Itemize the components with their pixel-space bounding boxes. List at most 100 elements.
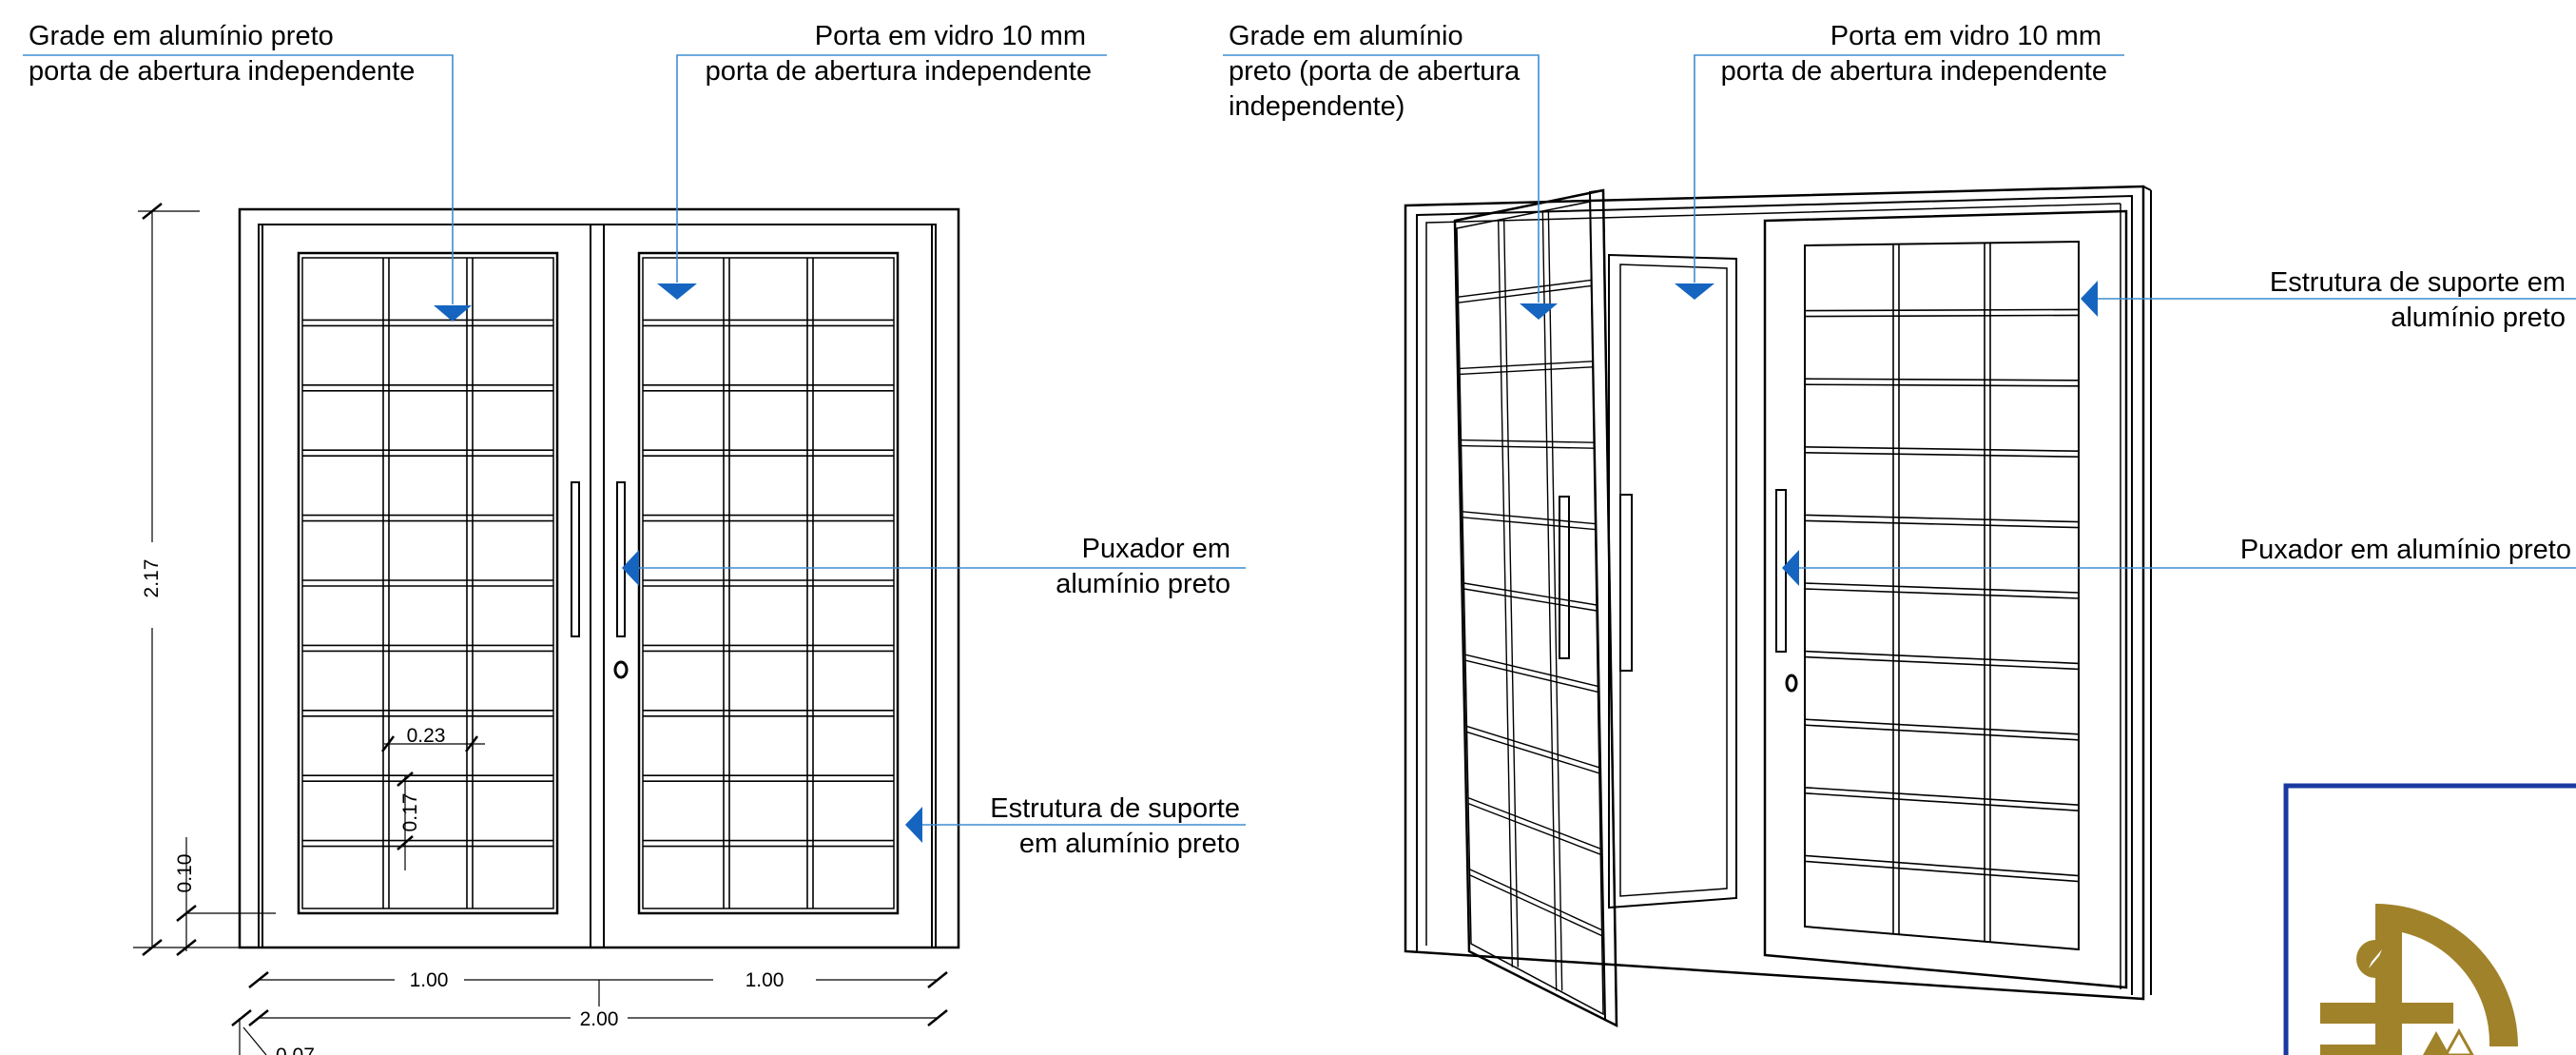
persp-grade-line3: independente) — [1229, 91, 1404, 122]
bar-spacing-dimension: 0.23 0.17 — [381, 725, 485, 870]
callout-estrutura-line2: em alumínio preto — [1019, 829, 1240, 859]
callout-grade-line1: Grade em alumínio preto — [29, 21, 334, 51]
grille-bar — [1804, 314, 2080, 318]
grille-bar — [1804, 582, 2080, 594]
callout-puxador: Puxador em alumínio preto — [622, 534, 1246, 599]
logo-frame — [2283, 783, 2576, 1055]
grille-bar — [1541, 210, 1558, 991]
grille-bar — [1804, 519, 2080, 529]
persp-swing-grille — [1458, 210, 1602, 991]
callout-estrutura: Estrutura de suporte em alumínio preto — [905, 793, 1246, 859]
grille-bar — [1461, 439, 1595, 443]
persp-glass-door — [1608, 253, 1737, 909]
grille-bar — [1804, 787, 2080, 806]
bar-spacing-v-label: 0.17 — [399, 793, 421, 832]
grille-bar — [1458, 279, 1592, 298]
bar-spacing-h-label: 0.23 — [407, 725, 446, 747]
left-grille — [302, 258, 553, 908]
callout-vidro: Porta em vidro 10 mm porta de abertura i… — [657, 21, 1107, 300]
center-mullion — [590, 224, 605, 948]
leaf-width-left-label: 1.00 — [410, 969, 449, 991]
lock-cylinder — [613, 660, 629, 679]
frame-thickness-label: 0.07 — [276, 1045, 315, 1055]
height-dimension: 2.17 — [133, 203, 240, 956]
grille-bar — [1464, 659, 1598, 694]
compass-icon — [2356, 940, 2394, 978]
callout-puxador-line2: alumínio preto — [1056, 569, 1230, 599]
persp-grade-line2: preto (porta de abertura — [1229, 56, 1520, 87]
callout-estrutura-line1: Estrutura de suporte — [990, 793, 1240, 824]
grille-bar — [1459, 361, 1593, 370]
persp-callout-vidro: Porta em vidro 10 mm porta de abertura i… — [1675, 21, 2124, 300]
grille-bar — [1463, 588, 1598, 612]
grille-bar — [1459, 366, 1593, 376]
total-width-label: 2.00 — [580, 1008, 619, 1030]
front-elevation: 2.17 0.10 0.23 0.17 — [23, 21, 1246, 1055]
right-leaf-frame — [637, 251, 900, 915]
persp-handle-swing — [1559, 496, 1570, 659]
logo-arc — [2375, 904, 2518, 1055]
grille-bar — [1804, 860, 2080, 883]
persp-puxador-label: Puxador em alumínio preto — [2240, 535, 2571, 565]
grille-bar — [1462, 511, 1596, 525]
grille-bar — [1502, 219, 1520, 967]
right-grille — [643, 258, 894, 908]
grille-bar — [1461, 444, 1595, 449]
triangle-icon — [2423, 1027, 2474, 1055]
grille-bar — [1463, 582, 1598, 606]
right-leaf-inner — [642, 257, 895, 909]
grille-bar — [1804, 854, 2080, 877]
grille-bar — [1466, 725, 1600, 769]
leaf-width-right-label: 1.00 — [746, 969, 784, 991]
grille-bar — [1466, 731, 1600, 774]
grille-bar — [1462, 517, 1596, 531]
left-leaf-inner — [301, 257, 554, 909]
persp-callout-estrutura: Estrutura de suporte em alumínio preto — [2081, 267, 2576, 333]
grille-bar — [1464, 654, 1598, 688]
grille-bar — [1804, 378, 2080, 381]
persp-callout-puxador: Puxador em alumínio preto — [1782, 535, 2576, 586]
grille-bar — [1804, 452, 2080, 458]
persp-grade-line1: Grade em alumínio — [1229, 21, 1463, 51]
callout-grade: Grade em alumínio preto porta de abertur… — [23, 21, 472, 322]
base-dimension: 0.10 — [174, 837, 276, 956]
title-block-logo — [2283, 783, 2576, 1055]
grille-bar — [1804, 383, 2080, 387]
persp-handle-glass — [1619, 494, 1633, 672]
logo-crossbar — [2320, 1003, 2453, 1024]
handle-left — [571, 481, 580, 637]
perspective-view: Grade em alumínio preto (porta de abertu… — [1223, 21, 2576, 1028]
callout-vidro-line2: porta de abertura independente — [706, 56, 1092, 87]
persp-outer-frame — [1404, 185, 2145, 1001]
grille-bar — [1547, 210, 1563, 991]
grille-bar — [1467, 802, 1601, 855]
persp-right-grille — [1804, 243, 2080, 942]
grille-bar — [1804, 724, 2080, 741]
width-dimensions: 1.00 1.00 2.00 0.07 — [231, 969, 948, 1055]
grille-bar — [1497, 219, 1514, 967]
left-leaf-frame — [297, 251, 559, 915]
callout-grade-line2: porta de abertura independente — [29, 56, 415, 87]
persp-callout-grade: Grade em alumínio preto (porta de abertu… — [1223, 21, 1558, 320]
persp-vidro-line1: Porta em vidro 10 mm — [1830, 21, 2101, 51]
grille-bar — [1804, 650, 2080, 665]
persp-vidro-line2: porta de abertura independente — [1721, 56, 2107, 87]
persp-estrutura-line1: Estrutura de suporte em — [2270, 267, 2566, 298]
grille-bar — [1804, 655, 2080, 671]
grille-bar — [1804, 446, 2080, 452]
handle-right — [616, 481, 626, 637]
grille-bar — [1458, 284, 1592, 303]
persp-estrutura-line2: alumínio preto — [2391, 303, 2566, 333]
grille-bar — [1804, 514, 2080, 523]
height-label: 2.17 — [141, 559, 163, 598]
grille-bar — [1467, 796, 1601, 850]
grille-bar — [1804, 718, 2080, 735]
grille-bar — [1804, 588, 2080, 599]
persp-right-leaf — [1763, 209, 2128, 989]
callout-vidro-line1: Porta em vidro 10 mm — [815, 21, 1086, 51]
logo-lowbar — [2320, 1045, 2379, 1055]
grille-bar — [1804, 792, 2080, 811]
persp-lock — [1785, 674, 1798, 693]
base-height-label: 0.10 — [174, 854, 196, 893]
